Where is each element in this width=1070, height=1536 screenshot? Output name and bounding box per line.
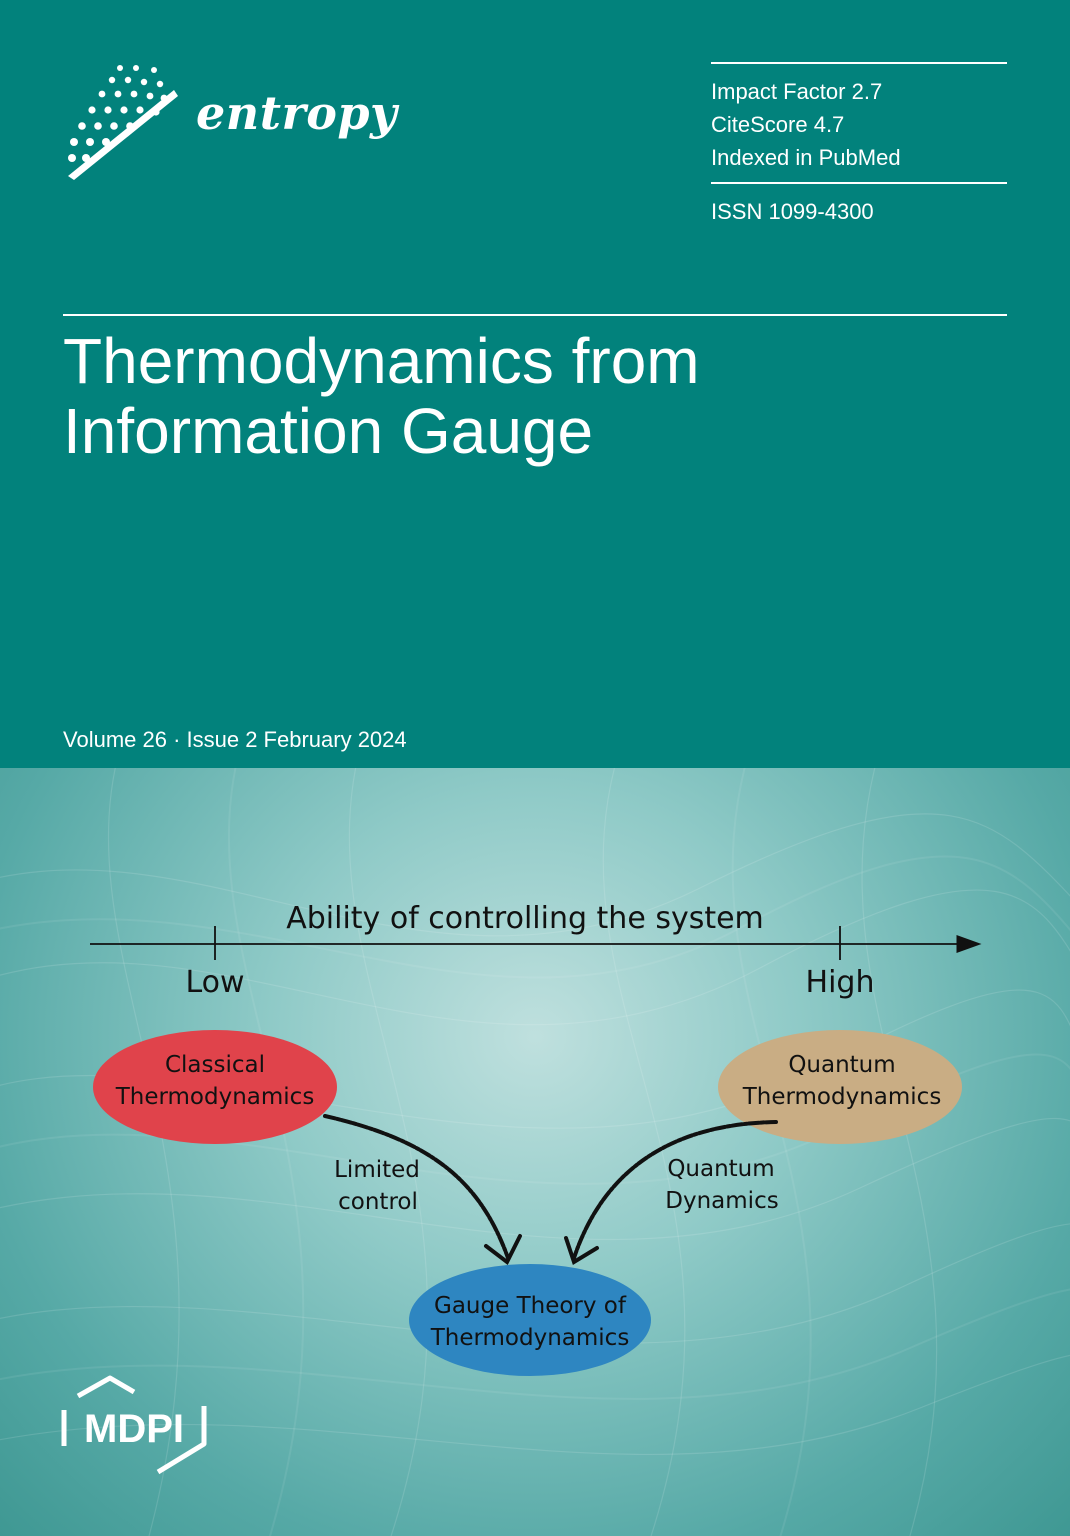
axis-label: Ability of controlling the system [286,901,764,936]
article-title-line-1: Thermodynamics from [63,325,700,397]
low-label: Low [185,965,244,1000]
quantum-dynamics-arrow [572,1120,778,1260]
high-label: High [806,965,875,1000]
article-title-line-2: Information Gauge [63,395,594,467]
title-rule [63,314,1007,316]
limited-control-arrowhead [484,1234,522,1266]
citescore: CiteScore 4.7 [711,112,845,137]
qdyn-line-2: Dynamics [665,1188,778,1214]
gauge-line-1: Gauge Theory of [434,1293,627,1319]
limited-line-2: control [338,1189,418,1215]
quantum-dynamics-arrowhead [564,1236,599,1266]
quantum-line-1: Quantum [788,1052,895,1078]
gauge-theory-ellipse [409,1264,651,1376]
classical-line-1: Classical [165,1052,265,1078]
journal-name: entropy [196,86,398,140]
mdpi-logo-icon: MDPI [61,1375,207,1475]
volume-issue: Volume 26 · Issue 2 February 2024 [63,727,407,752]
quantum-line-2: Thermodynamics [742,1084,942,1110]
classical-thermo-ellipse [93,1030,337,1144]
limited-line-1: Limited [334,1157,420,1183]
metrics-top-rule [711,62,1007,64]
classical-line-2: Thermodynamics [115,1084,315,1110]
metrics-middle-rule [711,182,1007,184]
issn: ISSN 1099-4300 [711,199,874,224]
impact-factor: Impact Factor 2.7 [711,79,883,104]
cover-header-panel [0,0,1070,768]
qdyn-line-1: Quantum [667,1156,774,1182]
indexed-in: Indexed in PubMed [711,145,901,170]
limited-control-arrow [323,1114,510,1260]
quantum-thermo-ellipse [718,1030,962,1144]
article-title: Thermodynamics from Information Gauge [63,326,1003,466]
entropy-logo-icon [68,65,178,180]
publisher-name: MDPI [84,1407,184,1451]
cover-artwork [0,768,1070,1536]
gauge-line-2: Thermodynamics [430,1325,630,1351]
